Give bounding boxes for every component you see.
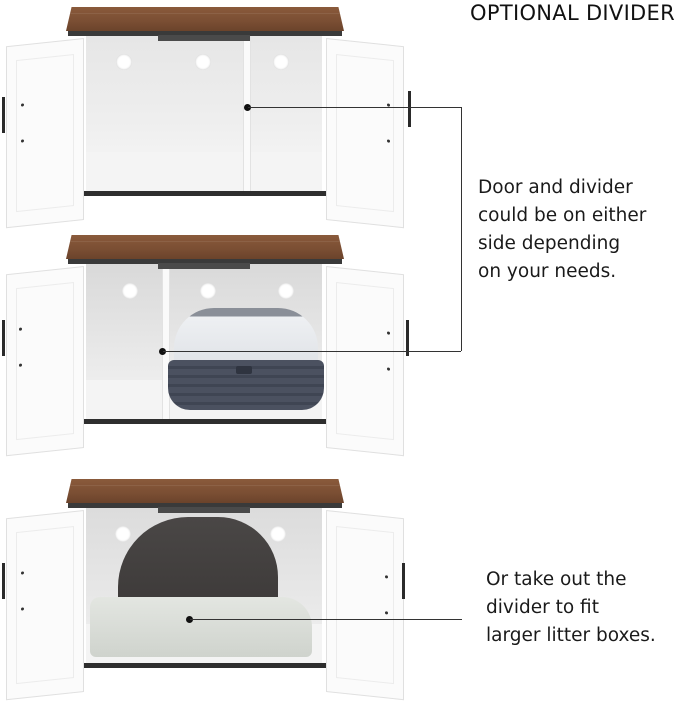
- right-door: [326, 266, 404, 457]
- top-rail: [158, 507, 250, 513]
- callout-line-text: could be on either: [478, 205, 647, 226]
- door-handle: [2, 97, 5, 133]
- wood-top: [66, 479, 344, 503]
- cabinet-image-divider-left: [0, 233, 410, 463]
- callout-line-text: Door and divider: [478, 177, 633, 198]
- door-handle: [408, 91, 411, 127]
- door-handle: [406, 320, 409, 356]
- page-title: OPTIONAL DIVIDER: [470, 1, 675, 25]
- left-door: [6, 266, 84, 457]
- callout-line-text: divider to fit: [486, 597, 599, 618]
- base-bar: [70, 191, 340, 196]
- door-handle: [2, 563, 5, 599]
- base-bar: [70, 419, 340, 424]
- air-hole: [200, 283, 216, 299]
- wood-top: [66, 7, 344, 31]
- callout-line-text: side depending: [478, 233, 621, 254]
- right-door: [326, 38, 404, 229]
- wood-top: [66, 235, 344, 259]
- hooded-litter-box: [168, 308, 324, 410]
- callout-line: [190, 619, 462, 620]
- callout-dot: [159, 348, 166, 355]
- frame-bar: [68, 503, 342, 508]
- callout-line: [163, 351, 461, 352]
- callout-line-text: Or take out the: [486, 569, 627, 590]
- air-hole: [122, 283, 138, 299]
- large-litter-box: [90, 517, 312, 657]
- top-rail: [158, 35, 250, 41]
- air-hole: [270, 526, 286, 542]
- air-hole: [116, 54, 132, 70]
- callout-line: [248, 107, 461, 108]
- callout-line-text: on your needs.: [478, 261, 617, 282]
- left-door: [6, 38, 84, 229]
- air-hole: [278, 283, 294, 299]
- base-bar: [70, 663, 340, 668]
- air-hole: [115, 526, 131, 542]
- callout-text-remove-divider: Or take out the divider to fit larger li…: [486, 566, 656, 650]
- right-door: [326, 510, 404, 701]
- callout-dot: [244, 104, 251, 111]
- left-door: [6, 510, 84, 701]
- cabinet-floor: [86, 152, 322, 191]
- top-rail: [158, 263, 250, 269]
- callout-line-text: larger litter boxes.: [486, 625, 656, 646]
- divider-panel: [162, 264, 170, 419]
- cabinet-image-divider-right: [0, 5, 411, 235]
- door-handle: [2, 320, 5, 356]
- air-hole: [195, 54, 211, 70]
- callout-dot: [186, 616, 193, 623]
- cabinet-image-no-divider: [0, 477, 410, 707]
- frame-bar: [68, 31, 342, 36]
- door-handle: [402, 563, 405, 599]
- air-hole: [273, 54, 289, 70]
- divider-panel: [243, 36, 251, 191]
- callout-bracket: [461, 107, 462, 351]
- frame-bar: [68, 259, 342, 264]
- callout-text-divider-either-side: Door and divider could be on either side…: [478, 174, 646, 286]
